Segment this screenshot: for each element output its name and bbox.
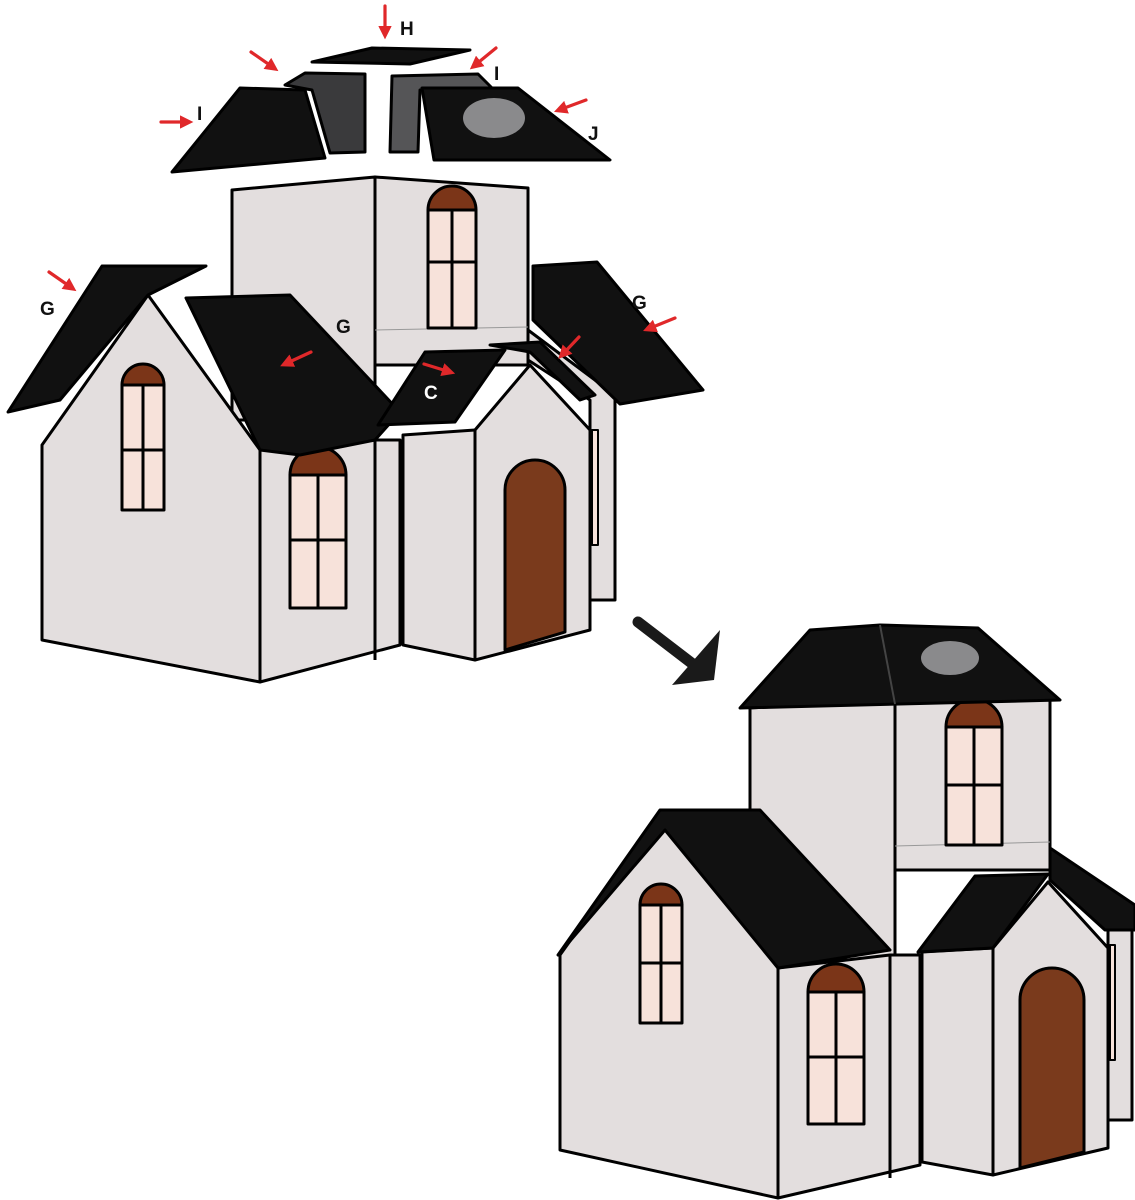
porch-door [505,460,565,650]
assembled-porch-door [1020,968,1084,1168]
assembled-left-gable-window [640,884,682,1023]
black-arrow-icon [638,622,720,685]
front-wall-window [290,447,346,608]
red-arrow-icon [49,272,72,288]
red-arrow-icon [559,100,586,110]
assembled-tower-roof [740,625,1060,708]
label-g-left: G [40,299,55,320]
assembled-porch-side-wall [922,948,993,1175]
assembled-tower-window [946,699,1002,845]
porch-side-wall [403,430,475,660]
label-g-right: G [632,293,647,314]
roof-panel-h [312,48,470,64]
tower-window [428,186,476,328]
label-i-left: I [197,104,202,125]
right-back-window [592,430,598,545]
red-arrow-icon [648,318,675,329]
roof-panel-i-left [172,88,325,172]
chimney-oval-exploded [463,98,525,138]
exploded-house [8,48,703,682]
assembled-house [558,625,1135,1198]
label-h: H [400,19,414,40]
label-j: J [588,124,599,145]
red-arrow-icon [251,52,274,68]
assembled-front-window [808,964,864,1124]
label-c: C [424,383,438,404]
assembled-right-side-window [1110,945,1115,1060]
label-i-right: I [494,64,499,85]
left-gable-window [122,364,164,510]
roof-panel-g-right [533,262,703,404]
assembled-chimney-oval [921,641,979,675]
red-arrow-icon [474,48,496,66]
label-g-center: G [336,317,351,338]
